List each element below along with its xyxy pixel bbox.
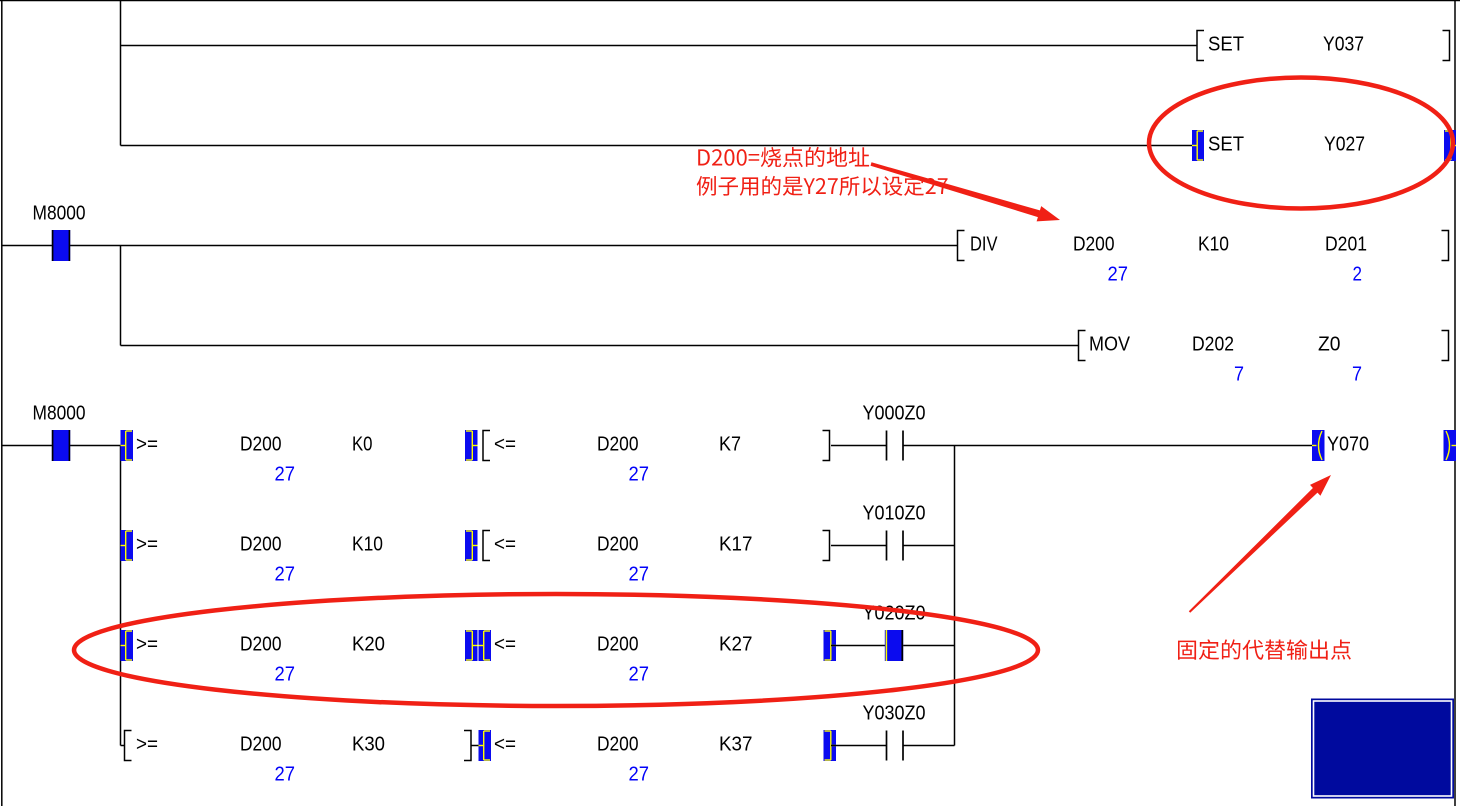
svg-text:D200: D200 [240, 633, 282, 656]
svg-text:K7: K7 [719, 433, 741, 456]
svg-text:Y010Z0: Y010Z0 [863, 502, 926, 525]
svg-text:27: 27 [629, 463, 650, 486]
svg-text:7: 7 [1234, 363, 1244, 386]
svg-text:27: 27 [629, 563, 650, 586]
svg-text:Z0: Z0 [1318, 333, 1341, 356]
svg-text:D200: D200 [597, 733, 639, 756]
svg-text:K10: K10 [352, 533, 383, 556]
svg-text:K27: K27 [719, 633, 753, 656]
svg-text:27: 27 [275, 563, 296, 586]
svg-text:2: 2 [1353, 263, 1363, 286]
svg-text:M8000: M8000 [33, 402, 86, 425]
svg-text:>=: >= [136, 633, 158, 656]
svg-text:27: 27 [629, 763, 650, 786]
svg-text:<=: <= [494, 633, 516, 656]
svg-text:Y070: Y070 [1327, 433, 1369, 456]
svg-text:K17: K17 [719, 533, 753, 556]
svg-text:27: 27 [275, 763, 296, 786]
svg-text:MOV: MOV [1089, 333, 1130, 356]
svg-text:D200: D200 [240, 733, 282, 756]
svg-text:D200: D200 [597, 433, 639, 456]
svg-text:D202: D202 [1192, 333, 1234, 356]
svg-text:K20: K20 [352, 633, 385, 656]
svg-text:K10: K10 [1198, 233, 1229, 256]
svg-text:SET: SET [1208, 33, 1244, 56]
svg-text:DIV: DIV [970, 233, 998, 256]
svg-text:D200: D200 [1073, 233, 1115, 256]
svg-text:27: 27 [275, 663, 296, 686]
svg-text:27: 27 [629, 663, 650, 686]
svg-text:M8000: M8000 [33, 202, 86, 225]
svg-text:Y030Z0: Y030Z0 [863, 702, 926, 725]
svg-text:<=: <= [494, 433, 516, 456]
svg-text:<=: <= [494, 533, 516, 556]
svg-text:K37: K37 [719, 733, 753, 756]
svg-text:D201: D201 [1325, 233, 1367, 256]
svg-text:27: 27 [1108, 263, 1129, 286]
svg-text:>=: >= [136, 433, 158, 456]
svg-text:>=: >= [136, 533, 158, 556]
svg-text:K0: K0 [352, 433, 373, 456]
svg-text:D200: D200 [597, 533, 639, 556]
svg-text:SET: SET [1208, 133, 1244, 156]
svg-text:7: 7 [1352, 363, 1362, 386]
svg-text:Y000Z0: Y000Z0 [863, 402, 926, 425]
svg-text:D200: D200 [240, 533, 282, 556]
svg-text:>=: >= [136, 733, 158, 756]
svg-text:Y037: Y037 [1323, 33, 1364, 56]
svg-text:D200: D200 [240, 433, 282, 456]
svg-text:Y027: Y027 [1324, 133, 1365, 156]
svg-text:D200: D200 [597, 633, 639, 656]
svg-text:K30: K30 [352, 733, 385, 756]
svg-text:<=: <= [494, 733, 516, 756]
svg-text:27: 27 [275, 463, 296, 486]
